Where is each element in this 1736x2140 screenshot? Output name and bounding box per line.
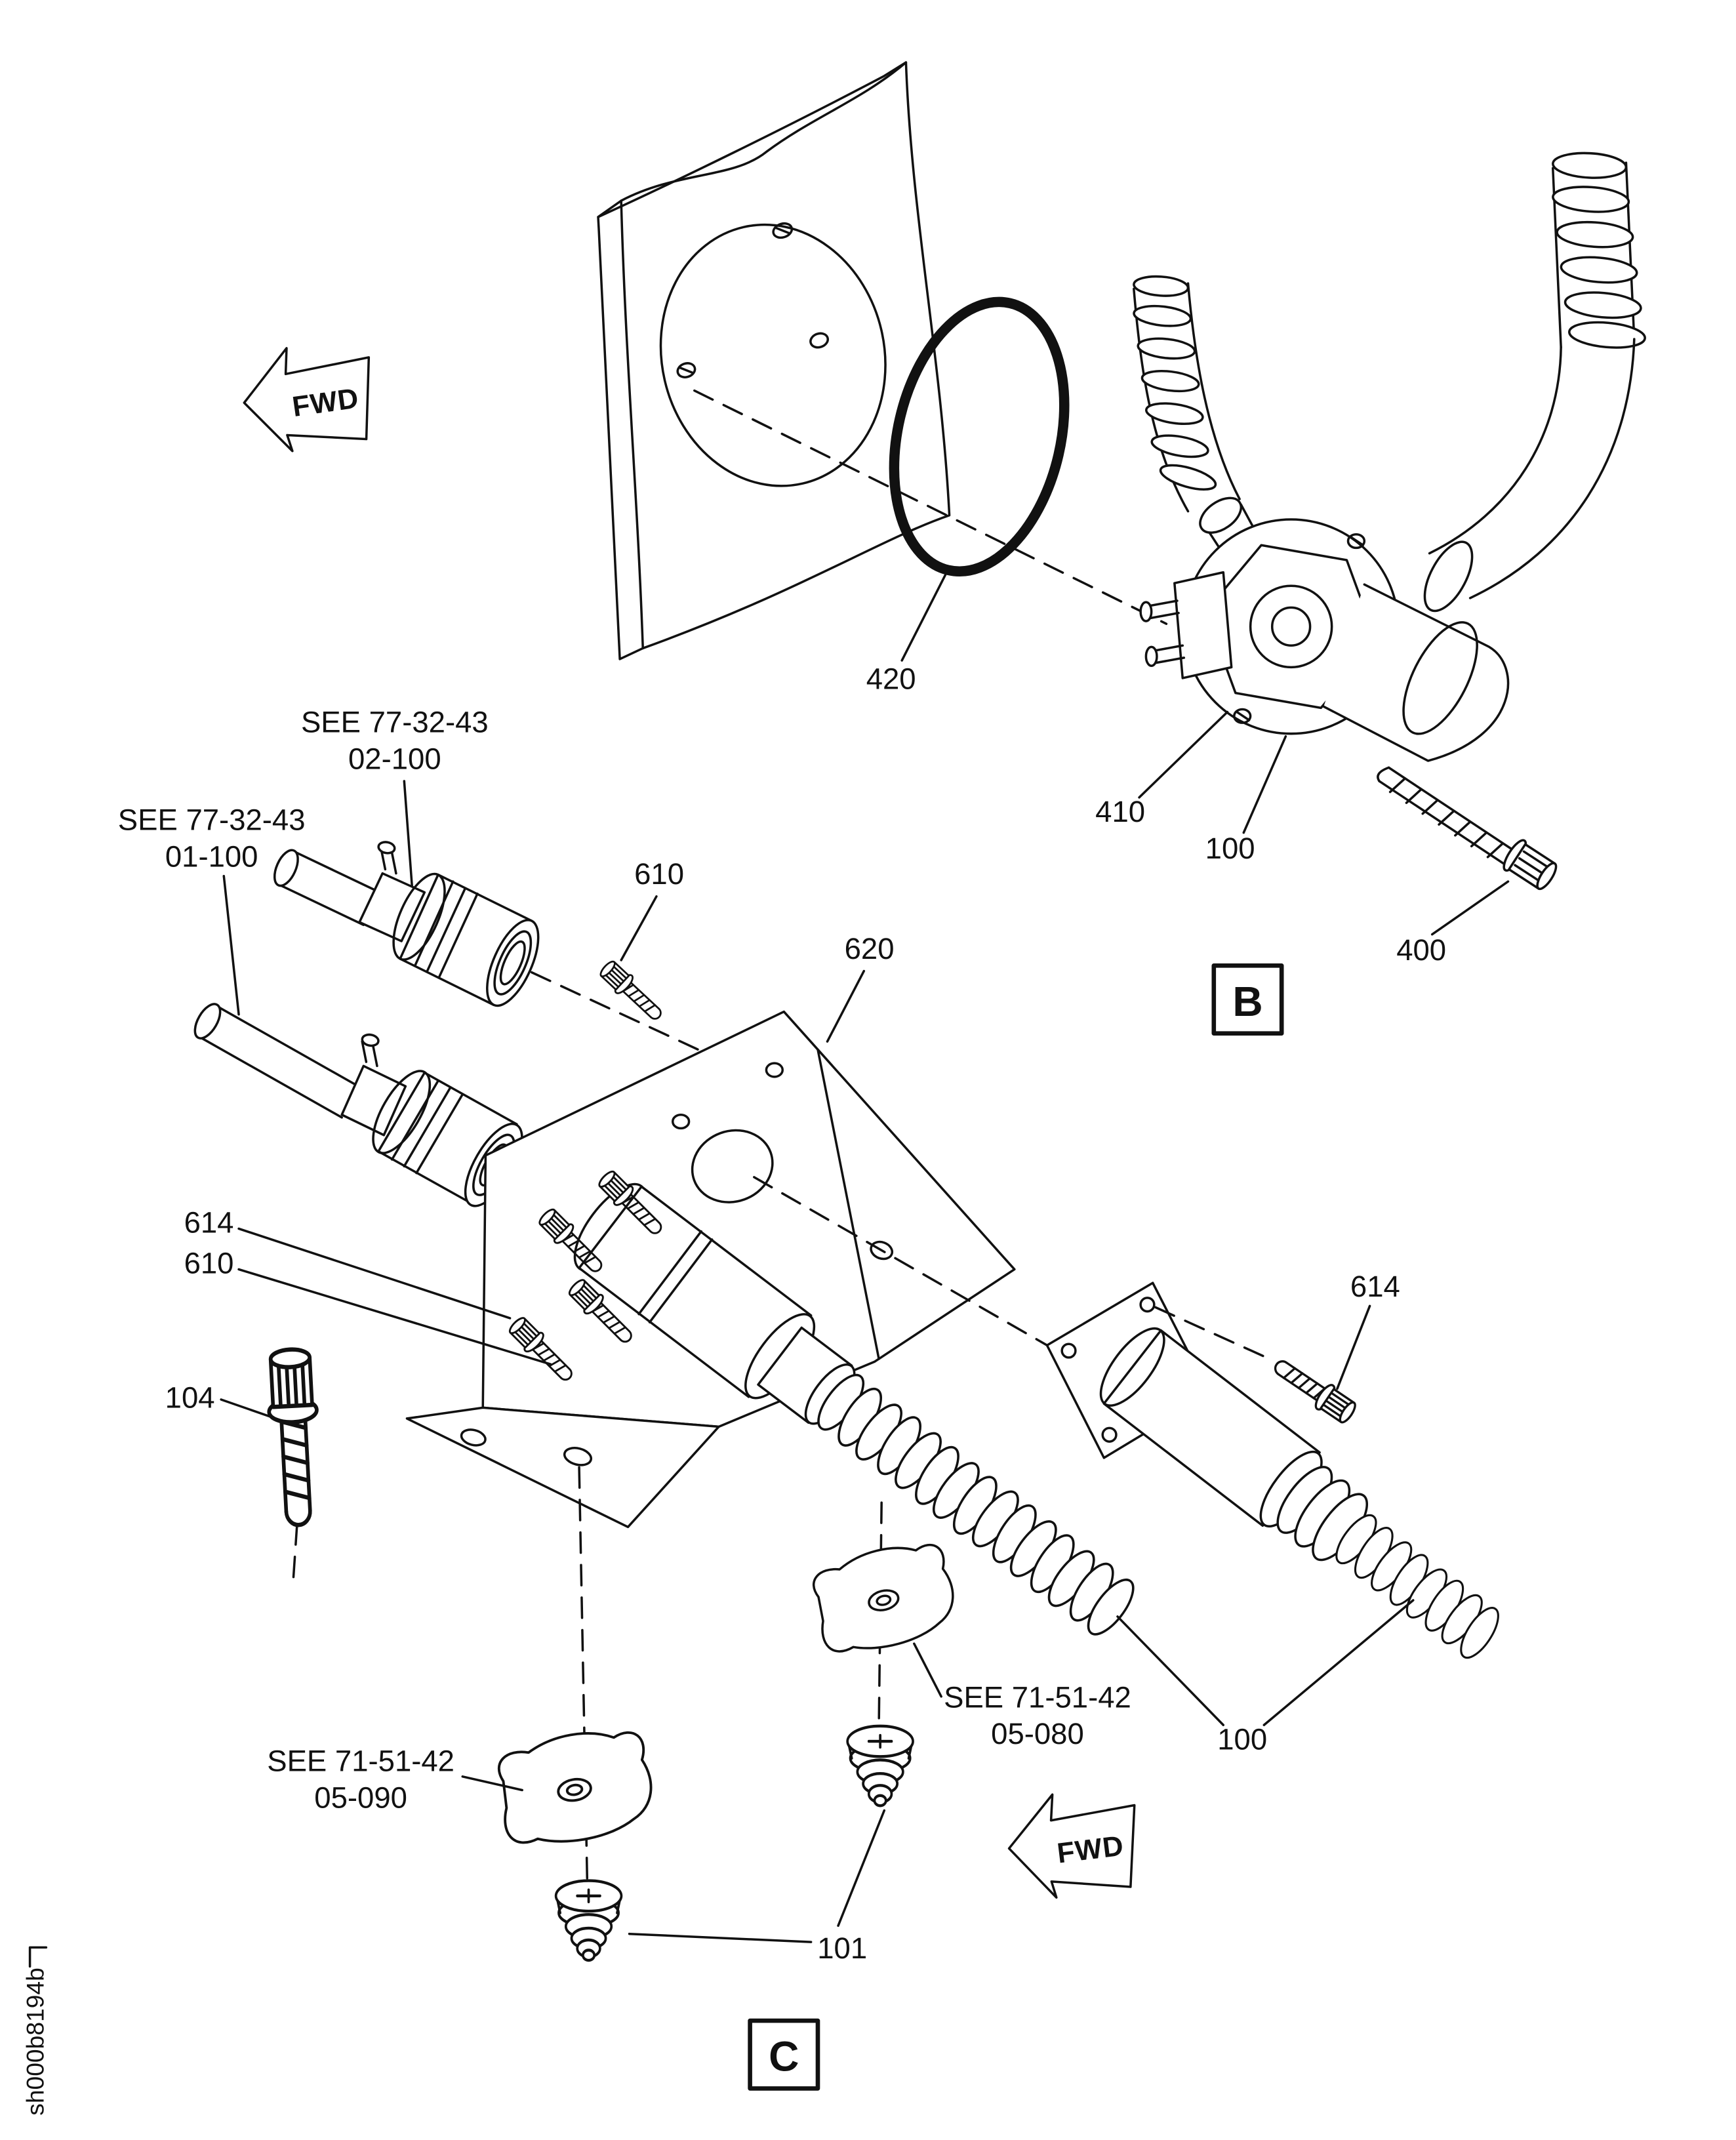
centerline-bracket-flange xyxy=(753,1176,1068,1358)
ref-71-51-42-05-080-line2: 05-080 xyxy=(991,1717,1084,1750)
fwd-arrow-top: FWD xyxy=(239,341,376,456)
sheet-code-text: sh000b8194b xyxy=(21,1968,49,2116)
bracket-bolts xyxy=(237,1167,669,1388)
bolt-104 xyxy=(220,1348,323,1585)
cable-coupling-upper xyxy=(273,841,540,1007)
cable-coupling-lower xyxy=(193,1003,523,1207)
bracket-big-hole xyxy=(691,1129,774,1203)
ref-71-51-42-05-090-line2: 05-090 xyxy=(314,1781,407,1814)
central-actuator xyxy=(573,1182,856,1425)
ref-77-32-43-02-100-line2: 02-100 xyxy=(348,742,441,775)
bolt-610-top xyxy=(596,895,668,1026)
fwd-arrow-bottom: FWD xyxy=(1005,1789,1141,1901)
callout-410: 410 xyxy=(1095,795,1145,828)
ref-71-51-42-05-090-line1: SEE 71-51-42 xyxy=(267,1745,454,1778)
bracket-620 xyxy=(405,969,1016,1529)
centerline-flange-grommet xyxy=(578,1466,589,1887)
leader-ref-01-100 xyxy=(222,875,240,1016)
panel-rivet xyxy=(676,362,696,378)
callout-400: 400 xyxy=(1396,933,1446,967)
centerline-panel-valve xyxy=(693,389,1168,625)
leader-100-bottom xyxy=(1116,1599,1415,1727)
structure-panel xyxy=(597,61,951,660)
panel-rivet xyxy=(809,332,829,349)
pad-05-090 xyxy=(491,1721,660,1854)
callout-620: 620 xyxy=(845,932,895,965)
view-letter-c: C xyxy=(769,2033,799,2080)
bolt-400 xyxy=(1377,766,1558,891)
grommet-101 xyxy=(556,1881,622,1960)
conduit-right xyxy=(1328,1508,1506,1665)
right-actuator xyxy=(1045,1282,1506,1665)
view-box-c xyxy=(748,2018,820,2091)
valve-cylinder xyxy=(1322,583,1510,762)
leader-ref-05-090 xyxy=(461,1775,523,1792)
ref-77-32-43-02-100-line1: SEE 77-32-43 xyxy=(301,706,489,739)
panel-hole xyxy=(659,223,887,487)
bolt-614-right xyxy=(1154,1304,1371,1428)
callout-610-left: 610 xyxy=(184,1247,234,1280)
o-ring-420 xyxy=(889,296,1070,662)
ref-77-32-43-01-100-line1: SEE 77-32-43 xyxy=(118,803,306,836)
valve-assembly xyxy=(1131,151,1647,936)
callout-100-top: 100 xyxy=(1205,832,1255,865)
callout-420: 420 xyxy=(866,662,916,695)
ref-77-32-43-01-100-line2: 01-100 xyxy=(165,839,258,873)
callout-614-left: 614 xyxy=(184,1206,234,1240)
leader-ref-05-080 xyxy=(913,1642,942,1698)
ref-71-51-42-05-080-line1: SEE 71-51-42 xyxy=(944,1680,1131,1714)
hose-right xyxy=(1423,151,1647,613)
sheet-code: sh000b8194b xyxy=(21,1946,49,2116)
leader-101 xyxy=(628,1809,886,1943)
view-box-b xyxy=(1211,963,1284,1036)
callout-104: 104 xyxy=(165,1381,215,1414)
panel-rivet xyxy=(772,222,794,239)
grommet-101 xyxy=(847,1726,913,1806)
view-letter-b: B xyxy=(1232,978,1262,1025)
callout-100-bottom: 100 xyxy=(1217,1722,1267,1756)
callout-614-right: 614 xyxy=(1350,1270,1400,1303)
pad-05-080 xyxy=(805,1534,963,1663)
bracket-flange-hole xyxy=(563,1447,593,1466)
hose-left xyxy=(1131,275,1260,557)
callout-101: 101 xyxy=(817,1931,867,1965)
callout-610-top: 610 xyxy=(634,857,684,891)
